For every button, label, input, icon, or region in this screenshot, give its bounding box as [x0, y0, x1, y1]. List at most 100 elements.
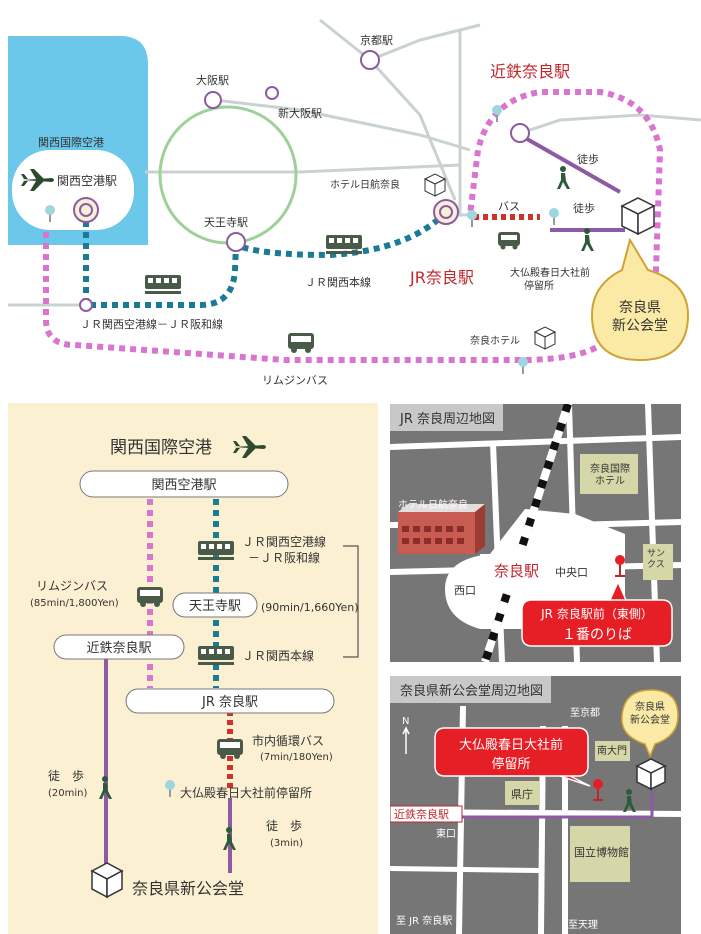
walk-right-time: (3min) [270, 838, 303, 849]
nara-kokusai-hotel-label: 奈良国際ホテル [590, 462, 630, 487]
jr-rail-track [481, 404, 572, 662]
jr-bracket [343, 545, 359, 658]
kansai-airport-station-label: 関西空港駅 [57, 174, 117, 188]
hall-area-map: N 大仏殿春日大社前 停留所 至京都 南大門 奈良県新公会堂 近鉄奈良駅 東口 … [390, 676, 681, 934]
jr-nara-pill [125, 688, 335, 714]
kintetsu-nara-station-marker [510, 123, 530, 143]
tennoji-station-marker [226, 232, 246, 252]
hotel-nikko-label: ホテル日航奈良 [330, 178, 400, 191]
shin-osaka-station-marker [265, 86, 279, 100]
jr-time-label: (90min/1,660Yen) [261, 601, 359, 614]
kansai-airport-label: 関西国際空港 [38, 135, 104, 149]
bus-stop-pin-icon [615, 555, 625, 577]
kintetsu-station-box [390, 805, 463, 823]
jr-line-label-2: －ＪＲ阪和線 [248, 550, 320, 565]
airport-island [12, 150, 134, 230]
hotel-nikko-label: ホテル日航奈良 [398, 498, 468, 511]
minamidaimon-block [595, 741, 630, 761]
bus-icon [498, 232, 520, 250]
jr-line-route [83, 209, 449, 308]
destination-label: 奈良県新公会堂 [612, 300, 668, 334]
tennoji-text: 天王寺駅 [189, 599, 241, 614]
jr-nara-station-label: JR奈良駅 [409, 268, 474, 287]
north-label: N [402, 716, 409, 727]
city-bus-label: 市内循環バス [252, 733, 324, 748]
limousine-label: リムジンバス [36, 579, 108, 593]
train-icon [326, 235, 362, 254]
train-icon [198, 646, 234, 665]
osaka-station-marker [204, 91, 222, 109]
bus-stop-label: 大仏殿春日大社前停留所 [510, 266, 590, 292]
airplane-icon [233, 436, 266, 458]
station-markers [79, 50, 530, 312]
destination-bubble [621, 689, 679, 758]
nara-station-building [480, 554, 565, 589]
train-icon [198, 541, 234, 560]
bus-stop-pin-icon [593, 779, 603, 801]
bus-stop-markers [45, 105, 559, 374]
bus-stop-label: 大仏殿春日大社前停留所 [180, 785, 312, 800]
airport-station-pill [79, 470, 289, 498]
callout-line-2: 停留所 [491, 756, 530, 772]
east-exit-label: 東口 [436, 827, 456, 840]
walker-icon [557, 166, 570, 189]
to-jr-nara-label: 至 JR 奈良駅 [396, 914, 452, 927]
kintetsu-nara-label: 近鉄奈良駅 [394, 807, 449, 821]
kyoto-station-marker [360, 50, 380, 70]
airplane-icon [21, 169, 54, 191]
nara-hotel-cube-icon [533, 326, 557, 350]
tennoji-pill [172, 592, 258, 618]
jr-airport-line-label: ＪＲ関西空港線－ＪＲ阪和線 [80, 317, 223, 331]
jr-nara-text: JR 奈良駅 [201, 694, 258, 710]
bus-stop-callout [521, 580, 673, 647]
minamidaimon-label: 南大門 [597, 744, 627, 757]
jr-map-title: JR 奈良周辺地図 [390, 404, 503, 431]
callout-line-1: JR 奈良駅前（東側） [540, 606, 653, 621]
limousine-time-label: (85min/1,800Yen) [30, 598, 119, 609]
walker-icon [99, 776, 112, 799]
national-museum-label: 国立博物館 [574, 845, 629, 859]
suncus-block [643, 544, 673, 580]
jr-nara-area-map: ホテル日航奈良 奈良国際ホテル 奈良駅 中央口 西口 サンクス JR 奈良駅前（… [390, 404, 681, 662]
bus-label: バス [498, 200, 520, 213]
bus-icon [217, 739, 243, 759]
city-bus-time-label: (7min/180Yen) [260, 752, 333, 763]
prefectural-office-block [505, 781, 540, 805]
walker-icon [581, 228, 594, 251]
nara-kokusai-hotel-block [580, 454, 638, 494]
north-arrow-icon [402, 726, 410, 754]
nara-hotel-label: 奈良ホテル [470, 334, 520, 347]
national-museum-block [570, 826, 630, 882]
other-rail-lines [8, 18, 701, 307]
bus-stop-marker [165, 780, 175, 797]
destination-callout [590, 237, 690, 362]
walk-label-1: 徒歩 [577, 152, 599, 166]
walk-left-time: (20min) [48, 788, 87, 799]
bus-stop-callout [434, 727, 591, 787]
route-airport-title: 関西国際空港 [110, 438, 212, 458]
walk-route-1 [519, 133, 621, 194]
destination-cube-icon [90, 862, 124, 899]
west-exit-label: 西口 [454, 584, 476, 597]
prefectural-office-label: 県庁 [511, 787, 533, 801]
hall-map-title: 奈良県新公会堂周辺地図 [390, 676, 552, 703]
destination-cube-icon [635, 758, 667, 791]
destination-cube-icon [620, 197, 656, 236]
destination-label: 奈良県新公会堂 [630, 700, 670, 726]
jr-nara-map-canvas: ホテル日航奈良 奈良国際ホテル 奈良駅 中央口 西口 サンクス JR 奈良駅前（… [390, 404, 681, 662]
route-diagram-panel: 関西国際空港 関西空港駅 天王寺駅 近鉄奈良駅 JR 奈良駅 [8, 403, 378, 934]
walk-left-label: 徒 歩 [48, 768, 84, 783]
bus-icon [137, 587, 163, 607]
train-icon [145, 275, 181, 294]
shin-osaka-station-label: 新大阪駅 [278, 106, 322, 120]
central-exit-label: 中央口 [555, 566, 588, 579]
route-overview-map: 関西国際空港 関西空港駅 京都駅 大阪駅 新大阪駅 天王寺駅 ホテル日航奈良 Ｊ… [8, 18, 701, 387]
kyoto-station-label: 京都駅 [360, 33, 393, 47]
tennoji-station-label: 天王寺駅 [204, 216, 248, 229]
walk-label-2: 徒歩 [573, 201, 595, 215]
hotel-nikko-building [398, 504, 485, 554]
osaka-station-label: 大阪駅 [196, 73, 229, 87]
bus-icon [288, 333, 314, 353]
walker-icon [623, 789, 636, 812]
callout-line-1: 大仏殿春日大社前 [459, 737, 563, 753]
